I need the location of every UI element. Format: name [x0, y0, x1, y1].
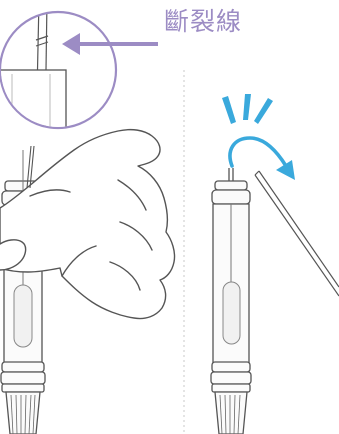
broken-swab-shaft — [255, 171, 339, 296]
bend-arrow-icon — [230, 138, 295, 180]
break-burst-icon — [222, 94, 273, 124]
left-tube-inner-vial — [14, 285, 32, 347]
right-tube-collar — [212, 190, 250, 204]
right-tube-band-1 — [212, 362, 250, 372]
magnifier-circle — [0, 0, 116, 150]
right-panel — [211, 94, 339, 434]
right-tube-band-2 — [211, 372, 251, 384]
left-tube-band-1 — [2, 362, 44, 372]
right-tube-top-ring — [215, 181, 247, 190]
right-tube-band-3 — [212, 384, 250, 392]
left-panel — [0, 0, 175, 434]
left-tube-band-3 — [2, 384, 44, 392]
break-line-label: 斷裂線 — [164, 7, 264, 37]
right-tube-inner-vial — [223, 282, 240, 344]
left-tube-band-2 — [1, 372, 45, 384]
right-tube — [211, 168, 251, 434]
